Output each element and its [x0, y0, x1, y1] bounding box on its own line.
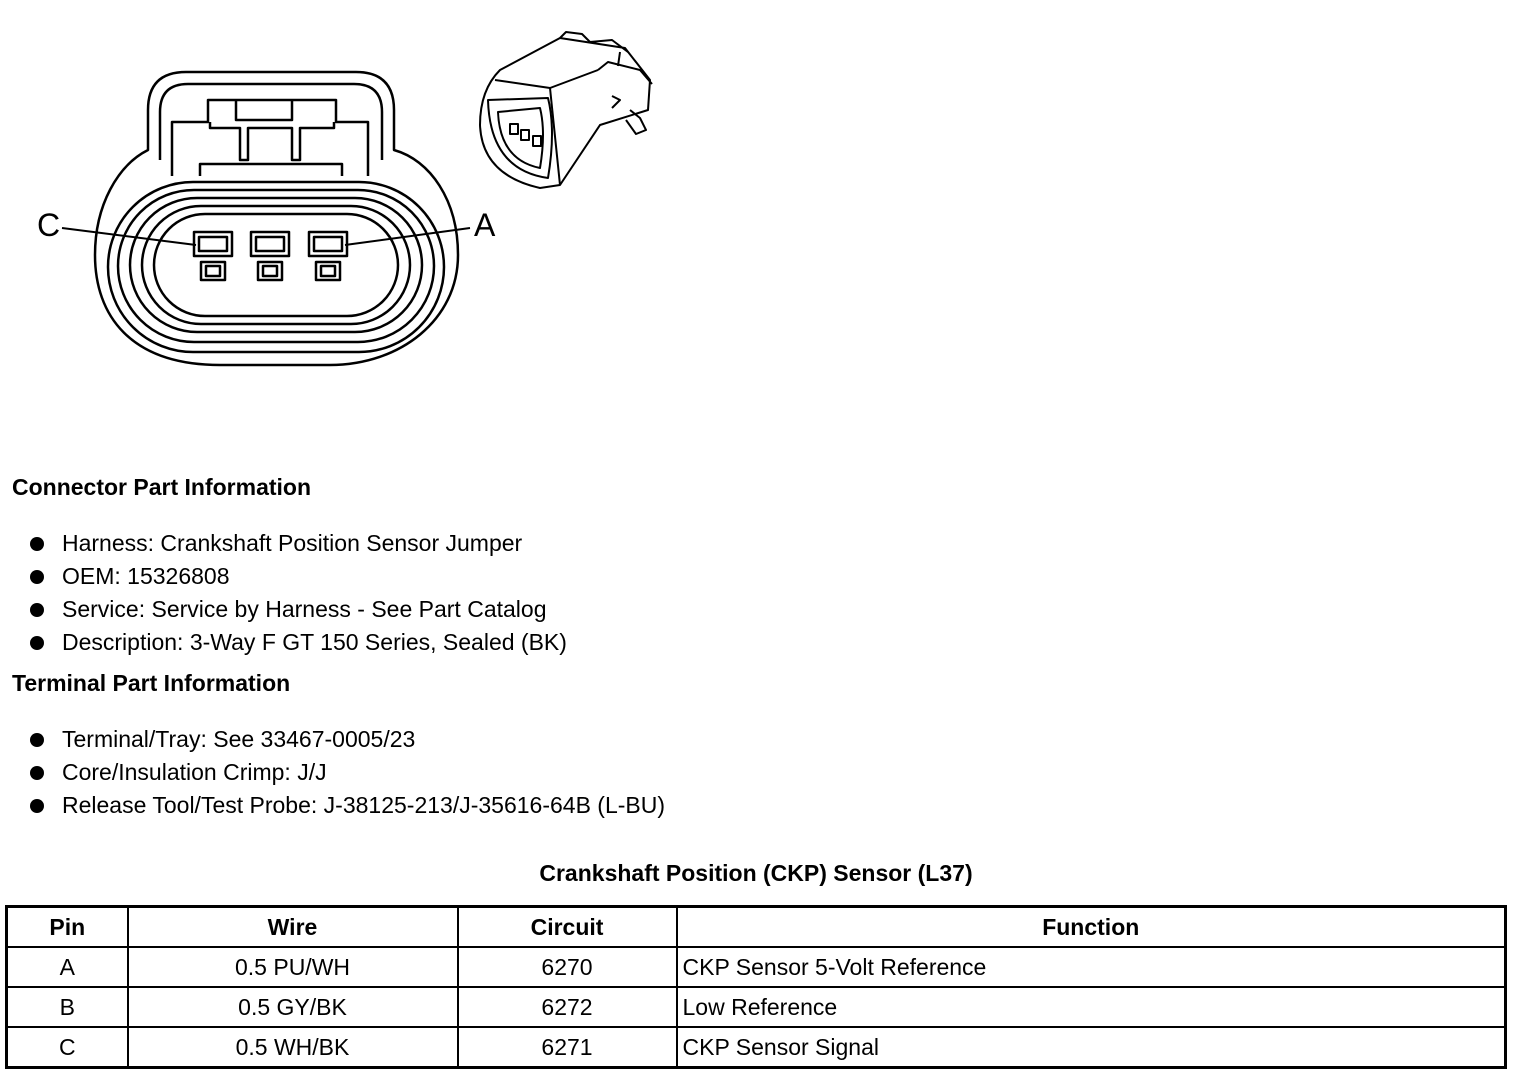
callout-label-a: A	[474, 207, 496, 243]
table-row: B 0.5 GY/BK 6272 Low Reference	[5, 986, 1507, 1028]
connector-info-description: Description: 3-Way F GT 150 Series, Seal…	[62, 629, 567, 655]
table-row: C 0.5 WH/BK 6271 CKP Sensor Signal	[5, 1026, 1507, 1069]
bullet-icon	[30, 570, 44, 584]
table-title: Crankshaft Position (CKP) Sensor (L37)	[539, 860, 973, 886]
connector-info-heading: Connector Part Information	[12, 474, 312, 500]
callout-leader-a	[344, 227, 471, 246]
connector-latch	[170, 98, 370, 176]
bullet-icon	[30, 799, 44, 813]
header-function: Function	[675, 905, 1507, 948]
terminal-cavity-a	[307, 230, 349, 282]
list-item: Description: 3-Way F GT 150 Series, Seal…	[28, 626, 567, 659]
bullet-icon	[30, 636, 44, 650]
bullet-icon	[30, 766, 44, 780]
connector-info-list: Harness: Crankshaft Position Sensor Jump…	[28, 527, 567, 659]
table-row: A 0.5 PU/WH 6270 CKP Sensor 5-Volt Refer…	[5, 946, 1507, 988]
cell-function: Low Reference	[675, 986, 1507, 1028]
connector-outer-shell	[93, 70, 460, 367]
terminal-info-list: Terminal/Tray: See 33467-0005/23 Core/In…	[28, 723, 665, 822]
cell-pin: C	[5, 1026, 129, 1069]
list-item: OEM: 15326808	[28, 560, 567, 593]
bullet-icon	[30, 537, 44, 551]
cell-circuit: 6272	[456, 986, 678, 1028]
cell-pin: B	[5, 986, 129, 1028]
connector-face	[152, 212, 400, 318]
list-item: Service: Service by Harness - See Part C…	[28, 593, 567, 626]
connector-diagram: C A	[37, 31, 653, 367]
connector-info-oem: OEM: 15326808	[62, 563, 230, 589]
callout-leader-c	[61, 227, 197, 246]
terminal-cavity-b	[249, 230, 291, 282]
connector-seal-ring	[106, 180, 446, 354]
connector-info-harness: Harness: Crankshaft Position Sensor Jump…	[62, 530, 523, 556]
pin-table: Pin Wire Circuit Function A 0.5 PU/WH 62…	[5, 905, 1507, 1069]
header-pin: Pin	[5, 905, 129, 948]
callout-label-c: C	[37, 207, 60, 243]
cell-wire: 0.5 PU/WH	[126, 946, 459, 988]
table-header-row: Pin Wire Circuit Function	[5, 905, 1507, 948]
list-item: Terminal/Tray: See 33467-0005/23	[28, 723, 665, 756]
cell-circuit: 6270	[456, 946, 678, 988]
cell-pin: A	[5, 946, 129, 988]
bullet-icon	[30, 733, 44, 747]
cell-circuit: 6271	[456, 1026, 678, 1069]
terminal-info-heading: Terminal Part Information	[12, 670, 291, 696]
connector-info-service: Service: Service by Harness - See Part C…	[62, 596, 547, 622]
cell-function: CKP Sensor Signal	[675, 1026, 1507, 1069]
list-item: Release Tool/Test Probe: J-38125-213/J-3…	[28, 789, 665, 822]
list-item: Harness: Crankshaft Position Sensor Jump…	[28, 527, 567, 560]
list-item: Core/Insulation Crimp: J/J	[28, 756, 665, 789]
terminal-info-tool: Release Tool/Test Probe: J-38125-213/J-3…	[62, 792, 666, 818]
cell-function: CKP Sensor 5-Volt Reference	[675, 946, 1507, 988]
bullet-icon	[30, 603, 44, 617]
terminal-cavity-c	[192, 230, 234, 282]
cell-wire: 0.5 WH/BK	[126, 1026, 459, 1069]
connector-isometric-view	[479, 31, 653, 189]
header-circuit: Circuit	[456, 905, 678, 948]
cell-wire: 0.5 GY/BK	[126, 986, 459, 1028]
header-wire: Wire	[126, 905, 459, 948]
terminal-info-tray: Terminal/Tray: See 33467-0005/23	[62, 726, 416, 752]
terminal-info-crimp: Core/Insulation Crimp: J/J	[62, 759, 327, 785]
